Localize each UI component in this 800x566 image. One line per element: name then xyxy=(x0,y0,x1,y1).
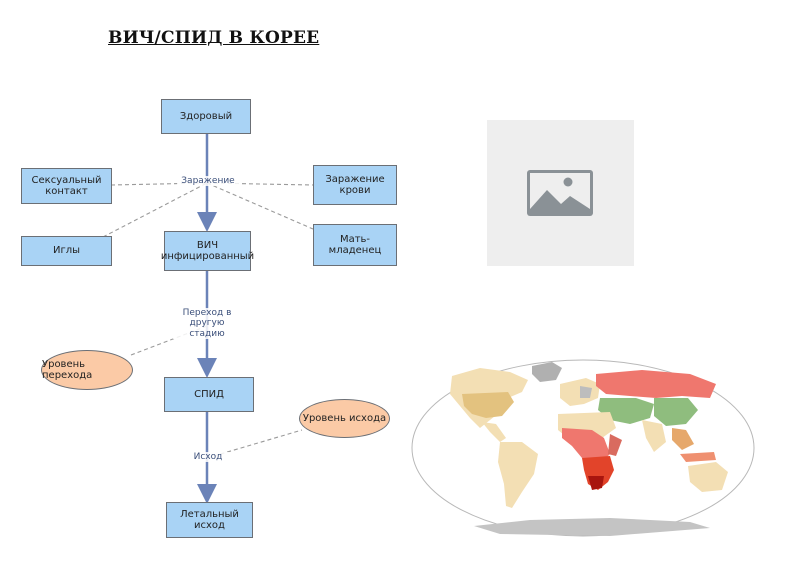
node-hiv-infected[interactable]: ВИЧ инфицированный xyxy=(161,231,254,271)
image-icon xyxy=(527,170,593,216)
world-map xyxy=(411,359,755,537)
node-mother-infant[interactable]: Мать-младенец xyxy=(313,224,397,266)
node-blood-infection[interactable]: Заражение крови xyxy=(313,165,397,205)
node-death[interactable]: Летальный исход xyxy=(166,502,253,538)
node-aids[interactable]: СПИД xyxy=(164,377,254,412)
oval-outcome-level[interactable]: Уровень исхода xyxy=(299,399,390,438)
node-healthy[interactable]: Здоровый xyxy=(161,99,251,134)
node-sexual-contact[interactable]: Сексуальный контакт xyxy=(21,168,112,204)
edge-label-outcome: Исход xyxy=(187,452,229,463)
edge-label-transition: Переход в другую стадию xyxy=(173,308,241,340)
page-title: ВИЧ/СПИД В КОРЕЕ xyxy=(108,28,320,48)
oval-transition-level[interactable]: Уровень перехода xyxy=(41,350,133,390)
edge-label-infection: Заражение xyxy=(177,176,239,187)
node-needles[interactable]: Иглы xyxy=(21,236,112,266)
image-placeholder[interactable] xyxy=(487,120,634,266)
